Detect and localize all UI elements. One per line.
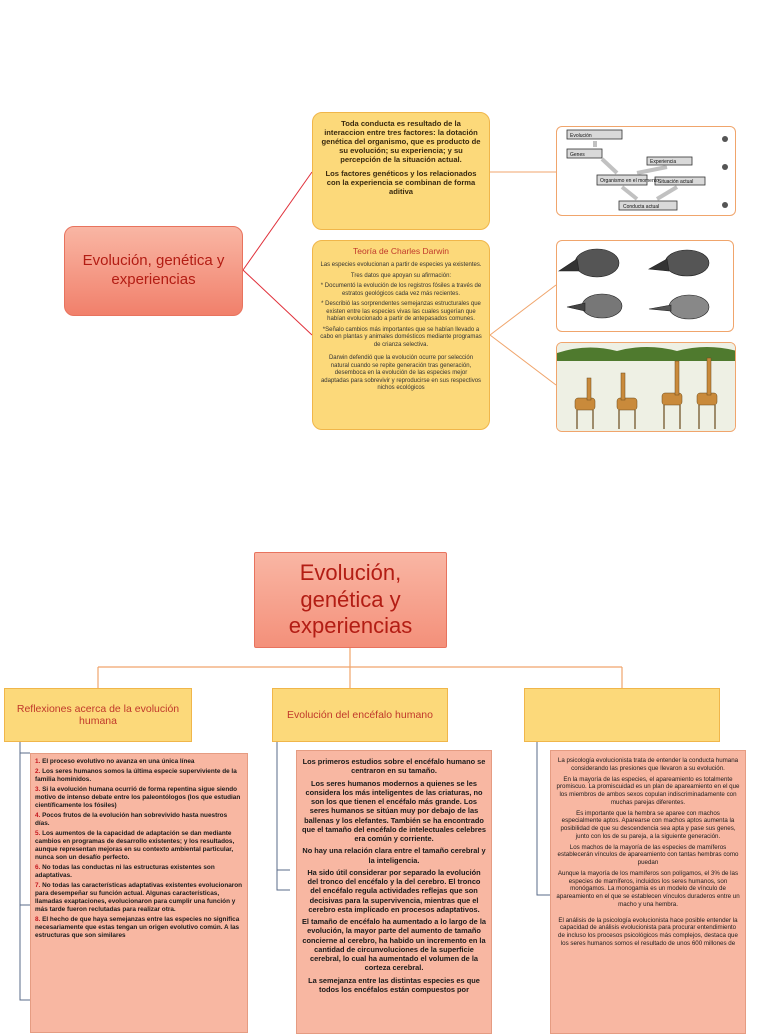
header-column-3	[524, 688, 720, 742]
psicologia-para-1: La psicología evolucionista trata de ent…	[556, 757, 740, 773]
encefalo-para-4: Ha sido útil considerar por separado la …	[302, 868, 486, 914]
encefalo-para-2: Los seres humanos modernos a quienes se …	[302, 779, 486, 844]
flow-situacion: Situación actual	[658, 179, 693, 185]
psicologia-para-5: Aunque la mayoría de los mamíferos son p…	[556, 870, 740, 909]
psicologia-para-6: El análisis de la psicología evolucionis…	[556, 917, 740, 948]
list-item: 4. Pocos frutos de la evolución han sobr…	[35, 812, 243, 828]
encefalo-para-3: No hay una relación clara entre el tamañ…	[302, 846, 486, 865]
central-node-bottom: Evolución, genética y experiencias	[254, 552, 447, 648]
central-node-bottom-label: Evolución, genética y experiencias	[259, 560, 442, 639]
psicologia-evolucionista-text: La psicología evolucionista trata de ent…	[550, 750, 746, 1034]
interaction-text-1: Toda conducta es resultado de la interac…	[321, 119, 481, 165]
list-item: 1. El proceso evolutivo no avanza en una…	[35, 758, 243, 766]
giraffes-svg	[557, 343, 736, 432]
darwin-text-3: * Documentó la evolución de los registro…	[320, 283, 482, 298]
list-item: 2. Los seres humanos somos la última esp…	[35, 768, 243, 784]
darwin-text-5: *Señalo cambios más importantes que se h…	[320, 327, 482, 350]
list-item: 6. No todas las conductas ni las estruct…	[35, 864, 243, 880]
flow-evolucion: Evolución	[570, 133, 592, 139]
header-reflexiones-label: Reflexiones acerca de la evolución human…	[9, 703, 187, 727]
interaction-box: Toda conducta es resultado de la interac…	[312, 112, 490, 230]
flow-diagram-svg: Evolución Genes Experiencia Organismo en…	[557, 127, 736, 216]
list-item: 8. El hecho de que haya semejanzas entre…	[35, 916, 243, 940]
expand-icons	[722, 136, 728, 208]
encefalo-text: Los primeros estudios sobre el encéfalo …	[296, 750, 492, 1034]
header-encefalo-label: Evolución del encéfalo humano	[287, 709, 433, 721]
list-item: 3. Si la evolución humana ocurrió de for…	[35, 786, 243, 810]
header-encefalo: Evolución del encéfalo humano	[272, 688, 448, 742]
interaction-text-2: Los factores genéticos y los relacionado…	[321, 169, 481, 196]
darwin-box: Teoría de Charles Darwin Las especies ev…	[312, 240, 490, 430]
reflexiones-list: 1. El proceso evolutivo no avanza en una…	[30, 753, 248, 1033]
psicologia-para-2: En la mayoría de las especies, el aparea…	[556, 776, 740, 807]
encefalo-para-1: Los primeros estudios sobre el encéfalo …	[302, 757, 486, 776]
behavior-flow-diagram: Evolución Genes Experiencia Organismo en…	[556, 126, 736, 216]
list-item: 7. No todas las características adaptati…	[35, 882, 243, 914]
darwin-text-4: * Describió las sorprendentes semejanzas…	[320, 301, 482, 324]
darwin-title: Teoría de Charles Darwin	[320, 246, 482, 256]
encefalo-para-5: El tamaño de encéfalo ha aumentado a lo …	[302, 917, 486, 973]
giraffes-image	[556, 342, 736, 432]
central-node-top: Evolución, genética y experiencias	[64, 226, 243, 316]
darwin-text-2: Tres datos que apoyan su afirmación:	[320, 273, 482, 281]
flow-genes: Genes	[570, 152, 585, 158]
central-node-top-label: Evolución, genética y experiencias	[71, 252, 236, 290]
finch-beaks-image	[556, 240, 734, 332]
psicologia-para-3: Es importante que la hembra se aparee co…	[556, 810, 740, 841]
psicologia-para-4: Los machos de la mayoría de las especies…	[556, 844, 740, 867]
flow-organismo: Organismo en el momento	[600, 178, 659, 184]
finches-svg	[557, 241, 734, 332]
encefalo-para-6: La semejanza entre las distintas especie…	[302, 976, 486, 995]
flow-conducta: Conducta actual	[623, 204, 659, 210]
list-item: 5. Los aumentos de la capacidad de adapt…	[35, 830, 243, 862]
flow-experiencia: Experiencia	[650, 159, 676, 165]
darwin-text-1: Las especies evolucionan a partir de esp…	[320, 262, 482, 270]
header-reflexiones: Reflexiones acerca de la evolución human…	[4, 688, 192, 742]
darwin-text-6: Darwin defendió que la evolución ocurre …	[320, 355, 482, 393]
